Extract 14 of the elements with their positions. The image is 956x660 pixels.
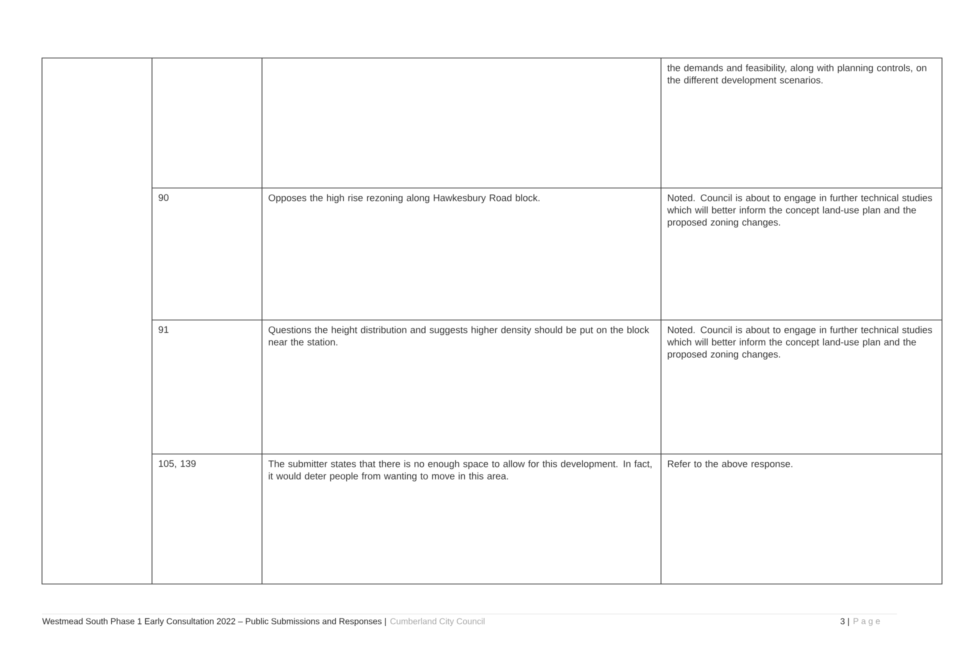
table-cell: Opposes the high rise rezoning along Hawkesbury Road block.: [268, 194, 540, 204]
table-cell: the demands and feasibility, along with planning controls, on the different development scenarios.: [667, 64, 926, 86]
table-cell: Noted. Council is about to engage in further technical studies which will better inform the concept land-use plan and the proposed zoning changes.: [667, 326, 932, 360]
footer-text: Westmead South Phase 1 Early Consultation 2022 – Public Submissions and Responses |: [42, 618, 386, 626]
footer-text: Cumberland City Council: [390, 618, 484, 626]
table-cell: 90: [158, 194, 168, 201]
table-cell: Questions the height distribution and suggests higher density should be put on the block near the station.: [268, 326, 650, 346]
table-cell: The submitter states that there is no enough space to allow for this development. In fact, it would deter people from wanting to move in this area.: [268, 460, 652, 482]
page-number: P a g e: [854, 618, 880, 626]
table-cell: Noted. Council is about to engage in further technical studies which will better inform the concept land-use plan and the proposed zoning changes.: [667, 194, 932, 228]
page-number: 3 |: [840, 618, 849, 626]
table-cell: Refer to the above response.: [668, 460, 792, 470]
table-cell: 91: [158, 326, 168, 333]
table-cell: 105, 139: [158, 460, 196, 468]
